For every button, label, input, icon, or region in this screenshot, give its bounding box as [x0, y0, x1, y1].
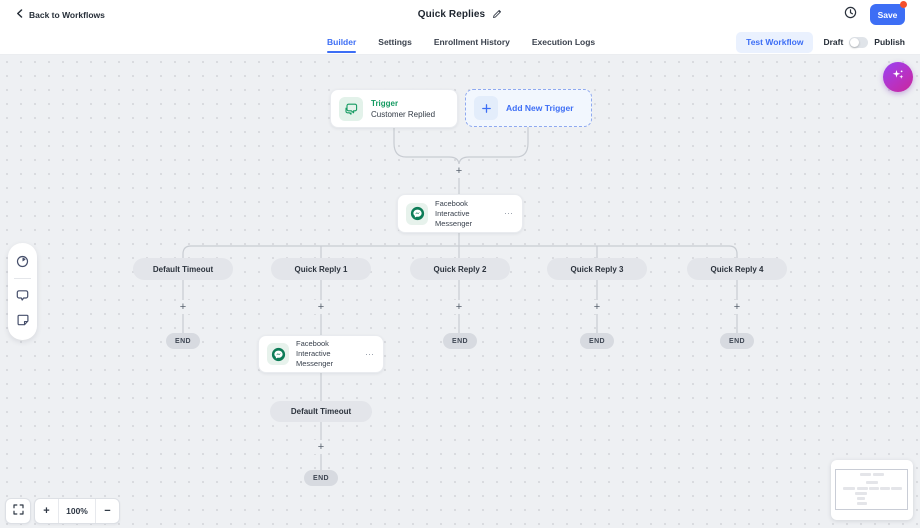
workflow-canvas[interactable]: Trigger Customer Replied Add New Trigger… [0, 55, 920, 528]
end-node: END [720, 333, 754, 349]
minimap-node [857, 487, 868, 490]
canvas-toolbar [8, 243, 37, 340]
minimap-node [843, 487, 855, 490]
save-button[interactable]: Save [870, 1, 907, 25]
trigger-node-texts: Trigger Customer Replied [371, 98, 435, 120]
back-label: Back to Workflows [29, 9, 105, 20]
minimap-node [855, 492, 867, 495]
workflow-tabbar: Builder Settings Enrollment History Exec… [0, 29, 920, 55]
connector-add-button[interactable]: + [176, 300, 190, 314]
branch-quick-reply-3[interactable]: Quick Reply 3 [547, 258, 647, 280]
plus-icon [474, 96, 498, 120]
delay-timer-icon[interactable] [15, 254, 30, 269]
tab-settings[interactable]: Settings [378, 29, 412, 55]
publish-toggle-group: Draft Publish [823, 36, 905, 48]
add-new-trigger-label: Add New Trigger [506, 103, 574, 113]
branch-default-timeout[interactable]: Default Timeout [270, 401, 372, 422]
minimap-node [860, 473, 871, 476]
connector-add-button[interactable]: + [590, 300, 604, 314]
messenger-icon [406, 202, 428, 225]
connector-add-button[interactable]: + [314, 440, 328, 454]
end-node: END [443, 333, 477, 349]
toggle-knob [850, 37, 860, 47]
facebook-messenger-node[interactable]: Facebook Interactive Messenger ⋯ [258, 335, 384, 373]
connector-add-button[interactable]: + [314, 300, 328, 314]
minimap-node [866, 481, 878, 484]
unsaved-changes-badge [900, 1, 907, 8]
end-node: END [166, 333, 200, 349]
edit-title-pencil-icon[interactable] [492, 6, 502, 24]
header-actions: Save [844, 0, 907, 29]
minimap-node [857, 497, 865, 500]
connector-add-button[interactable]: + [452, 300, 466, 314]
tab-enrollment-history-label: Enrollment History [433, 37, 510, 47]
branch-quick-reply-4[interactable]: Quick Reply 4 [687, 258, 787, 280]
tabs: Builder Settings Enrollment History Exec… [327, 29, 595, 55]
fit-view-button[interactable] [5, 498, 31, 524]
publish-label: Publish [874, 37, 905, 47]
branch-quick-reply-2[interactable]: Quick Reply 2 [410, 258, 510, 280]
test-workflow-button[interactable]: Test Workflow [736, 31, 814, 53]
node-title: Facebook Interactive Messenger [435, 198, 473, 228]
publish-toggle[interactable] [849, 36, 869, 48]
tab-builder[interactable]: Builder [327, 29, 357, 55]
toolbar-divider [14, 278, 31, 279]
version-history-clock-icon[interactable] [844, 6, 857, 24]
trigger-name: Customer Replied [371, 109, 436, 119]
minimap-node [857, 502, 867, 505]
title-area: Quick Replies [0, 0, 920, 29]
top-header: Back to Workflows Quick Replies Save [0, 0, 920, 29]
facebook-messenger-node[interactable]: Facebook Interactive Messenger ⋯ [397, 194, 523, 233]
minimap-node [869, 487, 879, 490]
connector-add-button[interactable]: + [452, 164, 466, 178]
tab-settings-label: Settings [378, 37, 412, 47]
magic-wand-sparkles-icon [891, 68, 905, 87]
trigger-type-label: Trigger [371, 98, 399, 108]
node-title: Facebook Interactive Messenger [296, 339, 334, 368]
page-title: Quick Replies [417, 9, 486, 20]
minimap-node [891, 487, 902, 490]
minimap-viewport [835, 469, 908, 510]
back-to-workflows-link[interactable]: Back to Workflows [16, 0, 105, 29]
test-workflow-label: Test Workflow [746, 37, 804, 47]
tab-execution-logs[interactable]: Execution Logs [532, 29, 595, 55]
branch-default-timeout[interactable]: Default Timeout [133, 258, 233, 280]
zoom-in-button[interactable]: + [43, 505, 50, 517]
messenger-icon [267, 343, 289, 365]
chevron-left-icon [16, 9, 23, 20]
branch-quick-reply-1[interactable]: Quick Reply 1 [271, 258, 371, 280]
zoom-level[interactable]: 100% [58, 499, 96, 523]
minimap[interactable] [831, 460, 913, 520]
minimap-node [880, 487, 890, 490]
node-menu-button[interactable]: ⋯ [365, 348, 375, 359]
trigger-chat-icon [339, 96, 363, 121]
note-edit-icon[interactable] [15, 312, 30, 327]
tab-execution-logs-label: Execution Logs [531, 37, 596, 47]
minimap-node [873, 473, 884, 476]
draft-label: Draft [823, 37, 844, 47]
node-menu-button[interactable]: ⋯ [504, 208, 514, 218]
expand-icon [12, 502, 24, 520]
tab-builder-label: Builder [327, 37, 357, 47]
zoom-control: + 100% − [34, 498, 120, 524]
ai-assistant-button[interactable] [883, 62, 913, 92]
tab-enrollment-history[interactable]: Enrollment History [434, 29, 510, 55]
tabbar-actions: Test Workflow Draft Publish [736, 29, 905, 55]
end-node: END [304, 470, 338, 486]
save-button-label: Save [877, 9, 898, 20]
zoom-out-button[interactable]: − [104, 505, 111, 517]
trigger-node[interactable]: Trigger Customer Replied [330, 89, 458, 128]
message-bubble-icon[interactable] [15, 288, 30, 303]
connector-add-button[interactable]: + [730, 300, 744, 314]
add-new-trigger-button[interactable]: Add New Trigger [465, 89, 592, 127]
connector-lines [182, 127, 738, 470]
end-node: END [580, 333, 614, 349]
